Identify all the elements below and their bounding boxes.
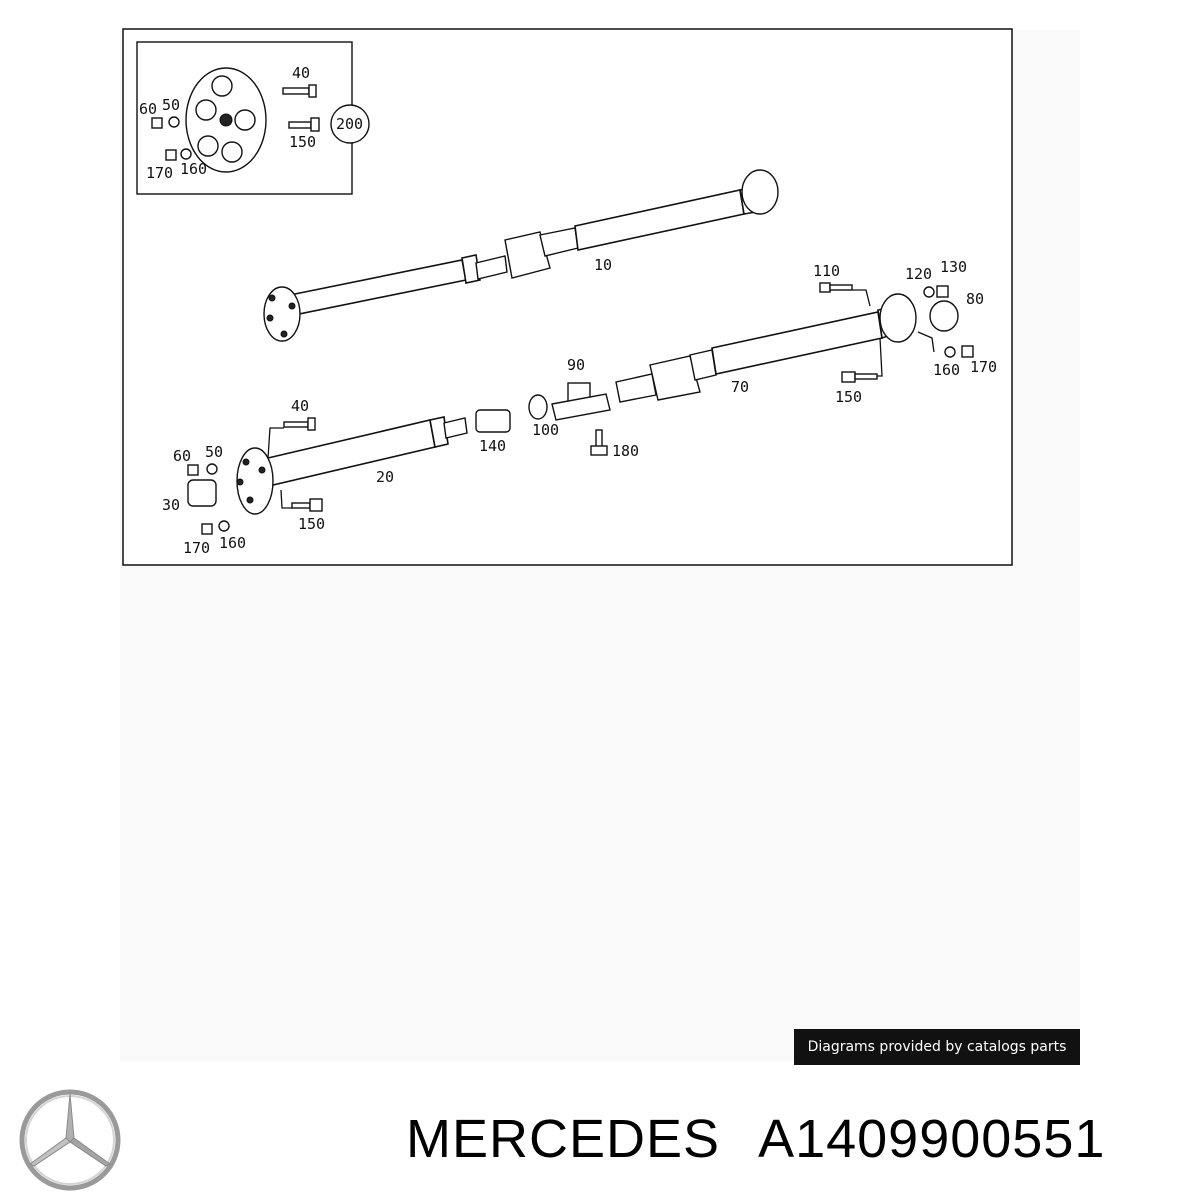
callout-60-left: 60 [173,447,191,465]
inset-nuts-60-50 [151,116,180,129]
callout-160-inset: 160 [180,160,207,178]
part-120-130-nuts [923,285,949,298]
part-30-bushing [187,479,217,507]
callout-20: 20 [376,468,394,486]
part-90-center-bearing [551,382,611,421]
brand-footer: MERCEDES A1409900551 [406,1108,1105,1170]
diagram-credit-banner: Diagrams provided by catalogs parts [794,1029,1080,1065]
callout-10: 10 [594,256,612,274]
callout-140: 140 [479,437,506,455]
callout-90: 90 [567,356,585,374]
callout-170-left: 170 [183,539,210,557]
callout-160-left: 160 [219,534,246,552]
callout-100: 100 [532,421,559,439]
part-160-170-nuts-right [944,345,974,358]
driveshaft-exploded-diagram: 10 20 30 40 40 50 50 60 60 70 80 90 100 … [122,28,1013,566]
callout-200-circle [330,104,370,144]
callout-110: 110 [813,262,840,280]
callout-150-inset: 150 [289,133,316,151]
driveshaft-10 [263,169,779,342]
callout-50-inset: 50 [162,96,180,114]
part-140-boot [475,409,511,433]
callout-150-left: 150 [298,515,325,533]
callout-30: 30 [162,496,180,514]
part-110-bolt [819,282,853,293]
callout-200: 200 [336,115,363,133]
mercedes-star-icon [19,1089,121,1191]
driveshaft-20 [236,416,468,515]
callout-80: 80 [966,290,984,308]
part-80-bushing [929,300,959,332]
part-180-bolt [590,429,608,456]
callout-70: 70 [731,378,749,396]
driveshaft-70 [615,293,917,403]
callout-40-inset: 40 [292,64,310,82]
part-100-ring [528,394,548,420]
callout-150-right: 150 [835,388,862,406]
callout-170-inset: 170 [146,164,173,182]
part-number: A1409900551 [758,1109,1106,1169]
inset-flex-disc-box [136,41,370,195]
callout-160-right: 160 [933,361,960,379]
part-60-50-nuts-left [187,463,218,476]
callout-40-left: 40 [291,397,309,415]
inset-bolt-150 [288,117,320,132]
part-40-bolt-left [283,417,316,431]
callout-60-inset: 60 [139,100,157,118]
inset-flex-disc [185,67,267,173]
callout-120: 120 [905,265,932,283]
callout-180: 180 [612,442,639,460]
part-170-160-nuts-left [201,520,230,535]
brand-name: MERCEDES [406,1109,721,1169]
callout-50-left: 50 [205,443,223,461]
callout-170-right: 170 [970,358,997,376]
inset-nuts-170-160 [165,148,192,161]
callout-130: 130 [940,258,967,276]
inset-bolt-40 [282,84,317,98]
part-150-bolt-left [291,498,323,512]
